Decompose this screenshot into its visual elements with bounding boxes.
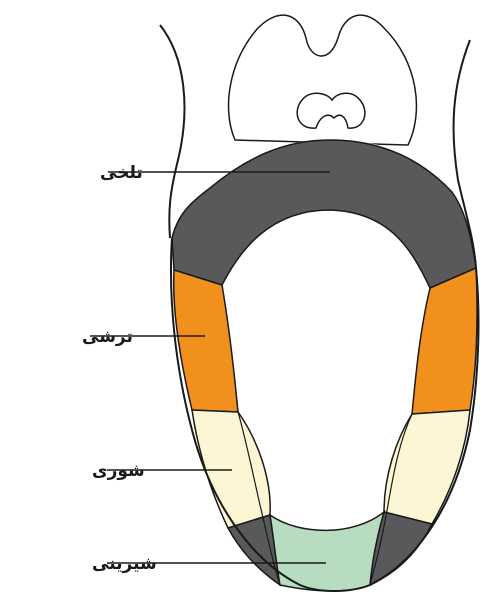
label-sour: ترشی xyxy=(82,327,133,347)
throat-left-wall xyxy=(160,25,184,238)
label-bitter: تلخی xyxy=(100,163,143,183)
label-salty: شوری xyxy=(92,461,145,481)
epiglottis-outline xyxy=(229,15,417,145)
label-sweet: شیرینی xyxy=(92,554,157,574)
